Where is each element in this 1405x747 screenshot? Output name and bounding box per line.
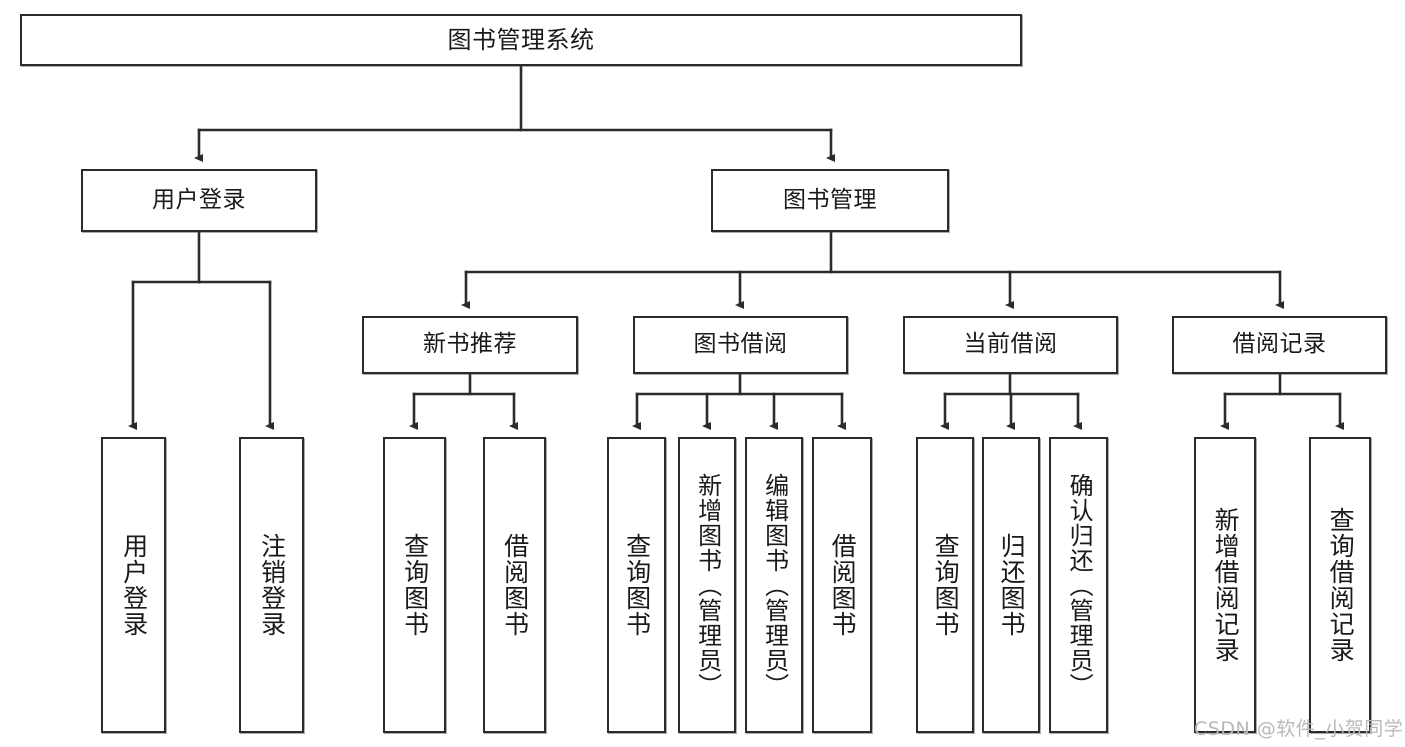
node-label: 查询借阅记录 bbox=[1326, 507, 1356, 663]
node-label: 用户登录 bbox=[119, 533, 149, 637]
leaf-edit-book-admin[interactable]: 编辑图书（管理员） bbox=[745, 437, 803, 733]
leaf-borrow-book[interactable]: 借阅图书 bbox=[812, 437, 872, 733]
node-label: 图书借阅 bbox=[693, 331, 788, 358]
leaf-confirm-return-admin[interactable]: 确认归还（管理员） bbox=[1049, 437, 1108, 733]
leaf-return-book[interactable]: 归还图书 bbox=[982, 437, 1040, 733]
leaf-borrow-book-recommend[interactable]: 借阅图书 bbox=[483, 437, 546, 733]
node-label: 图书管理 bbox=[783, 186, 877, 213]
node-label: 新增借阅记录 bbox=[1211, 507, 1241, 663]
leaf-add-borrow-record[interactable]: 新增借阅记录 bbox=[1194, 437, 1256, 733]
node-label: 查询图书 bbox=[931, 533, 961, 637]
node-label: 确认归还（管理员） bbox=[1065, 472, 1094, 698]
leaf-query-book-recommend[interactable]: 查询图书 bbox=[383, 437, 446, 733]
leaf-query-borrow-record[interactable]: 查询借阅记录 bbox=[1309, 437, 1371, 733]
node-label: 新增图书（管理员） bbox=[693, 472, 722, 698]
node-label: 用户登录 bbox=[152, 186, 246, 213]
node-label: 注销登录 bbox=[257, 533, 287, 637]
leaf-add-book-admin[interactable]: 新增图书（管理员） bbox=[678, 437, 736, 733]
node-label: 查询图书 bbox=[622, 533, 652, 637]
node-root-book-management-system[interactable]: 图书管理系统 bbox=[20, 14, 1022, 66]
node-borrow-record[interactable]: 借阅记录 bbox=[1172, 316, 1387, 374]
node-label: 借阅图书 bbox=[500, 533, 530, 637]
node-label: 查询图书 bbox=[400, 533, 430, 637]
node-book-borrow[interactable]: 图书借阅 bbox=[633, 316, 848, 374]
node-book-management[interactable]: 图书管理 bbox=[711, 169, 949, 232]
node-label: 归还图书 bbox=[997, 533, 1027, 637]
leaf-query-book-borrow[interactable]: 查询图书 bbox=[607, 437, 666, 733]
node-label: 当前借阅 bbox=[963, 331, 1058, 358]
node-label: 图书管理系统 bbox=[447, 25, 595, 54]
leaf-user-logout[interactable]: 注销登录 bbox=[239, 437, 304, 733]
node-label: 新书推荐 bbox=[423, 331, 517, 358]
node-current-borrow[interactable]: 当前借阅 bbox=[903, 316, 1118, 374]
node-label: 借阅图书 bbox=[828, 533, 858, 637]
node-user-login[interactable]: 用户登录 bbox=[81, 169, 317, 232]
node-label: 借阅记录 bbox=[1232, 331, 1327, 358]
node-label: 编辑图书（管理员） bbox=[760, 472, 789, 698]
csdn-watermark: CSDN @软件_小贺同学 bbox=[1194, 718, 1404, 740]
leaf-query-book-current[interactable]: 查询图书 bbox=[916, 437, 974, 733]
leaf-user-login[interactable]: 用户登录 bbox=[101, 437, 166, 733]
node-new-book-recommend[interactable]: 新书推荐 bbox=[362, 316, 578, 374]
